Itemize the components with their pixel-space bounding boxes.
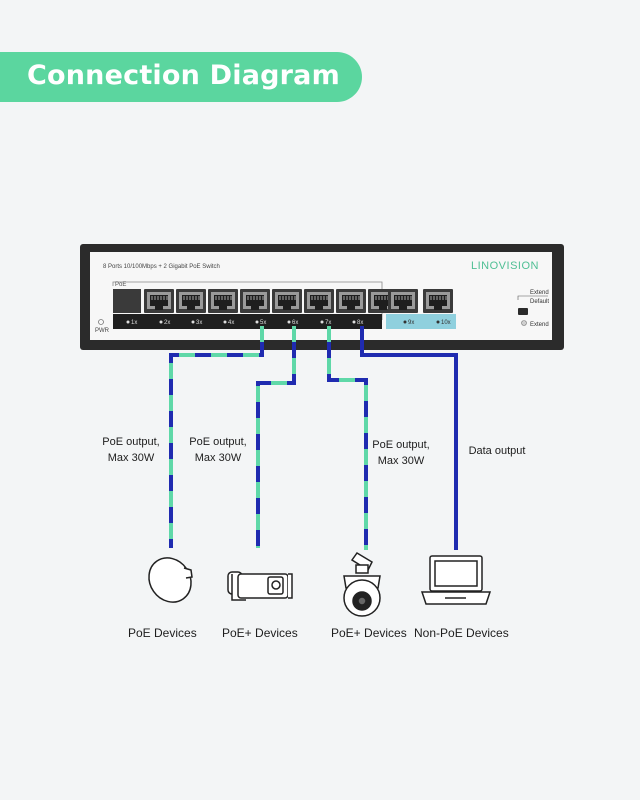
output-label-3: PoE output, Max 30W — [370, 437, 432, 469]
port-labels: 1x 2x 3x 4x 5x 6x 7x 8x — [126, 320, 363, 326]
extend-led — [521, 320, 527, 326]
laptop-icon — [420, 555, 492, 605]
port-2 — [175, 288, 207, 314]
port-label-6: 6x — [292, 320, 298, 326]
port-label-7: 7x — [325, 320, 331, 326]
device-label-2: PoE+ Devices — [222, 626, 298, 640]
brand-logo: LINOVISION — [471, 260, 539, 272]
port-label-strip — [113, 314, 382, 329]
mode-slide-switch — [518, 308, 528, 315]
port-label-5: 5x — [260, 320, 266, 326]
cable-data — [360, 326, 458, 550]
pwr-label: PWR — [95, 328, 110, 334]
output-label-3-line2: Max 30W — [377, 455, 425, 467]
cable-poe-3 — [327, 326, 368, 550]
port-label-10: 10x — [441, 320, 451, 326]
output-label-4: Data output — [466, 443, 528, 459]
device-label-3: PoE+ Devices — [331, 626, 407, 640]
port-1 — [143, 288, 175, 314]
port-label-4: 4x — [228, 320, 234, 326]
output-label-3-line1: PoE output, — [372, 439, 430, 451]
page-title: Connection Diagram — [27, 60, 340, 91]
port-9 — [387, 288, 419, 314]
output-label-2: PoE output, Max 30W — [187, 434, 249, 466]
output-label-1-line2: Max 30W — [107, 452, 155, 464]
pwr-led — [98, 319, 104, 325]
port-10 — [422, 288, 454, 314]
cable-poe-2 — [256, 326, 296, 548]
port-3 — [207, 288, 239, 314]
output-label-2-line2: Max 30W — [194, 452, 242, 464]
output-label-2-line1: PoE output, — [189, 436, 247, 448]
device-label-4: Non-PoE Devices — [414, 626, 509, 640]
title-banner: Connection Diagram — [0, 52, 362, 102]
poe-group-label: PoE — [115, 282, 126, 288]
extend-led-label: Extend — [530, 322, 549, 328]
bullet-camera-icon — [227, 571, 293, 601]
cables — [169, 326, 458, 550]
port-label-2: 2x — [164, 320, 170, 326]
output-label-1: PoE output, Max 30W — [100, 434, 162, 466]
switch-description: 8 Ports 10/100Mbps + 2 Gigabit PoE Switc… — [103, 264, 220, 270]
port-5 — [271, 288, 303, 314]
port-label-8: 8x — [357, 320, 363, 326]
output-label-4-line1: Data output — [468, 445, 526, 457]
switch-bracket — [517, 295, 548, 300]
port-6 — [303, 288, 335, 314]
ptz-dome-camera-icon — [343, 552, 381, 617]
poe-switch: 8 Ports 10/100Mbps + 2 Gigabit PoE Switc… — [80, 244, 564, 350]
port-label-9: 9x — [408, 320, 414, 326]
port-label-1: 1x — [131, 320, 137, 326]
port-label-3: 3x — [196, 320, 202, 326]
port-7 — [335, 288, 367, 314]
uplink-labels: 9x 10x — [403, 320, 451, 326]
device-label-1: PoE Devices — [128, 626, 197, 640]
uplink-label-strip — [386, 314, 456, 329]
extend-switch-label: Extend — [530, 290, 549, 296]
port-4 — [239, 288, 271, 314]
ap-disc-icon — [148, 557, 193, 603]
cable-poe-1 — [169, 326, 264, 548]
port-area-edge — [113, 289, 141, 313]
output-label-1-line1: PoE output, — [102, 436, 160, 448]
default-switch-label: Default — [530, 299, 549, 305]
